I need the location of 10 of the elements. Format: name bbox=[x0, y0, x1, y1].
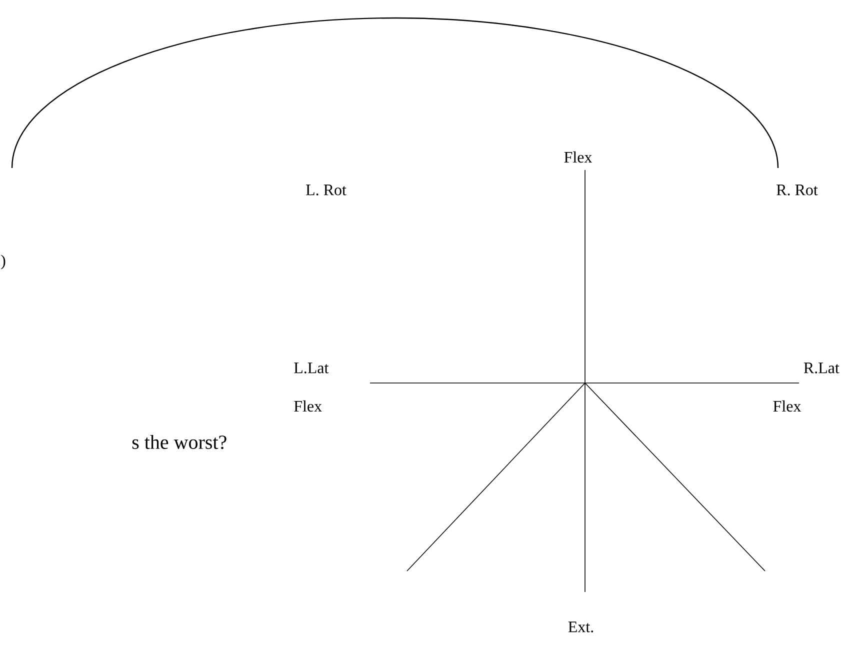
question-text: s the worst? bbox=[132, 434, 226, 450]
text-fragment: ) bbox=[1, 254, 6, 270]
axis-label: R.Lat bbox=[804, 362, 840, 374]
axis-label: L.Lat bbox=[294, 362, 329, 374]
axis-label: Flex bbox=[773, 400, 802, 412]
axis-label: R. Rot bbox=[776, 184, 818, 196]
axis-label: Flex bbox=[564, 151, 592, 163]
axis-label: Ext. bbox=[568, 622, 594, 632]
axis-label: Flex bbox=[294, 400, 322, 412]
axis-label: L. Rot bbox=[306, 184, 346, 196]
